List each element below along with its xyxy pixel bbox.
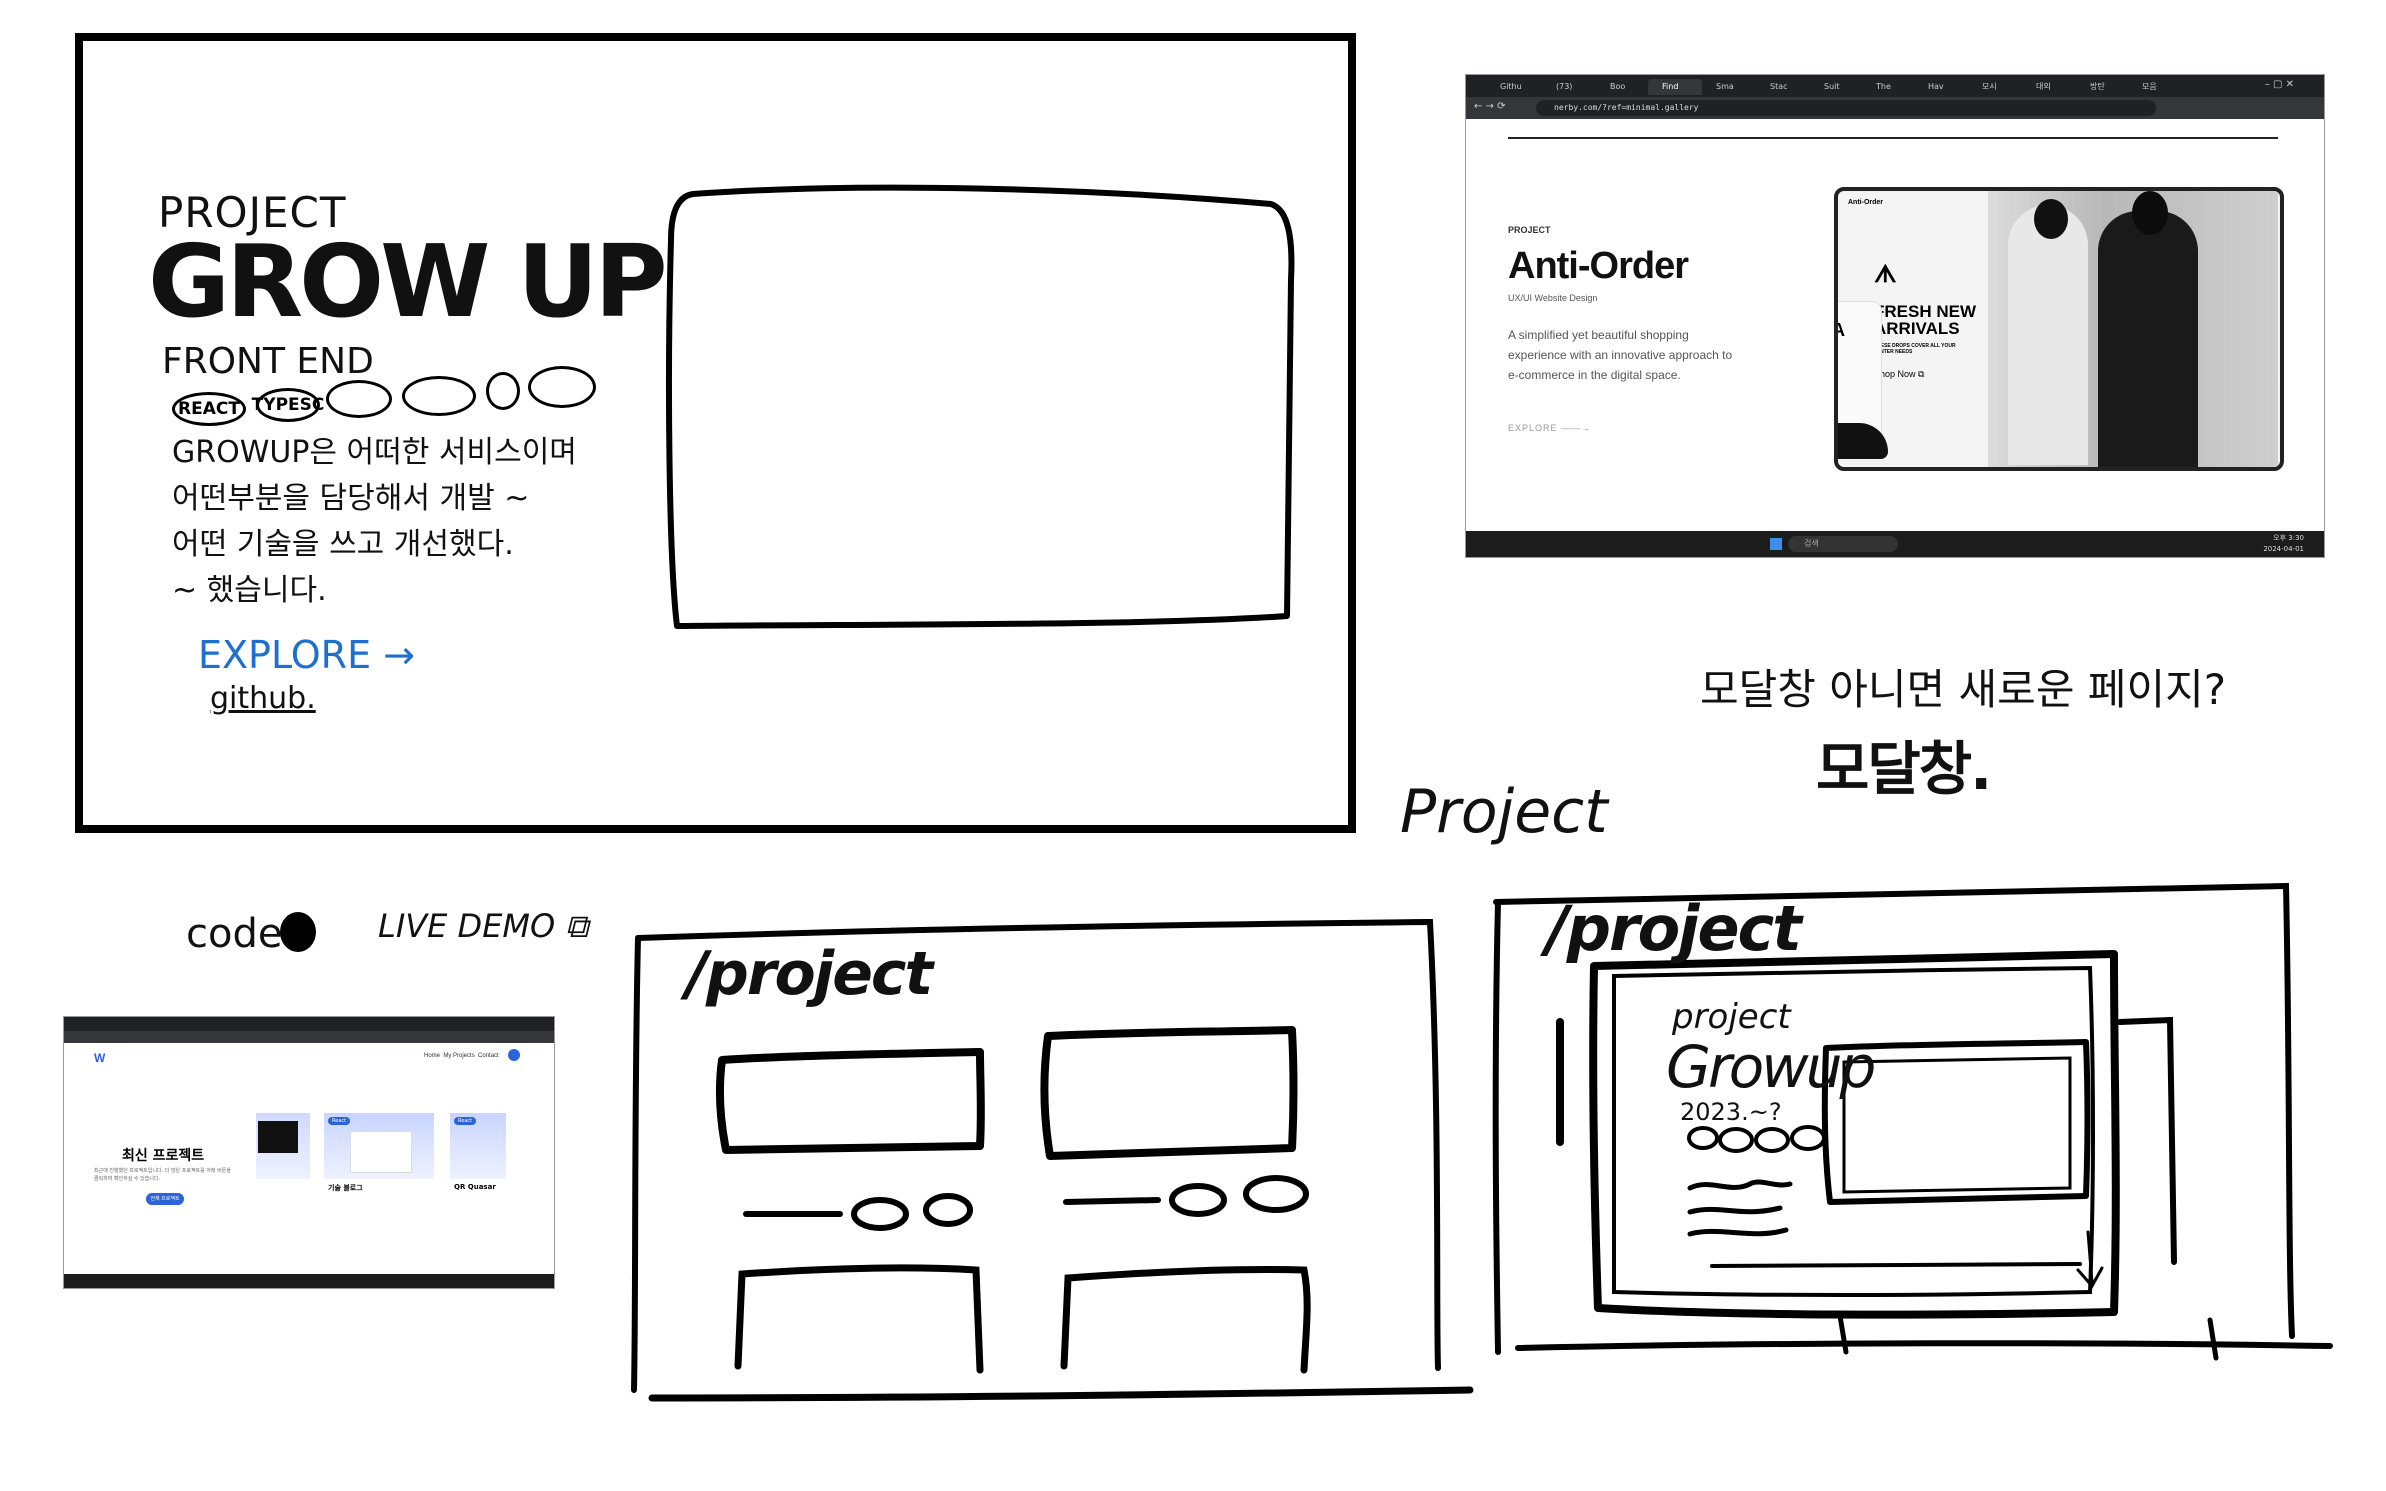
- models-photo: [1988, 191, 2278, 467]
- wireframe-project-modal: [1492, 882, 2333, 1361]
- project-card-image[interactable]: React: [324, 1113, 434, 1179]
- card-badge: React: [328, 1117, 351, 1125]
- browser-tab[interactable]: Stac: [1770, 82, 1788, 91]
- anti-order-subtitle: UX/UI Website Design: [1508, 293, 1598, 303]
- project-section-label: Project: [1400, 777, 1608, 847]
- live-demo-link[interactable]: LIVE DEMO ⧉: [378, 907, 589, 945]
- tag-placeholder: [486, 372, 520, 410]
- hero-subtitle: FRONT END: [162, 341, 374, 382]
- divider: [1508, 137, 2278, 139]
- design-question: 모달창 아니면 새로운 페이지?: [1700, 665, 2227, 714]
- mockup-shop-now[interactable]: Shop Now ⧉: [1874, 369, 1925, 379]
- hero-description: GROWUP은 어떠한 서비스이며 어떤부분을 담당해서 개발 ~ 어떤 기술을…: [172, 435, 577, 608]
- taskbar-search[interactable]: 검색: [1788, 536, 1898, 552]
- modal-eyebrow: project: [1672, 997, 1791, 1037]
- card-title[interactable]: QR Quasar: [454, 1183, 496, 1191]
- window-controls[interactable]: – ▢ ✕: [2264, 79, 2294, 90]
- reference-screenshot-anti-order: Githu (73) Boo Find Sma Stac Suit The Ha…: [1465, 74, 2325, 558]
- hero-sketch-frame: [75, 33, 1356, 833]
- hero-title: GROW UP: [148, 223, 668, 340]
- browser-tab[interactable]: Boo: [1610, 82, 1626, 91]
- tag-typescript: TYPESC: [252, 388, 324, 422]
- hero-eyebrow: PROJECT: [158, 188, 347, 237]
- modal-title: Growup: [1666, 1033, 1876, 1101]
- anti-order-eyebrow: PROJECT: [1508, 225, 1551, 235]
- browser-tab[interactable]: Sma: [1716, 82, 1734, 91]
- anti-order-explore[interactable]: EXPLORE ——→: [1508, 423, 1592, 433]
- tag-react: REACT: [172, 392, 246, 426]
- tag-placeholder: [528, 366, 596, 408]
- browser-tab-active[interactable]: Find: [1648, 79, 1702, 95]
- code-link[interactable]: code: [186, 911, 283, 957]
- browser-tab[interactable]: Githu: [1500, 82, 1522, 91]
- project-card-image[interactable]: React: [450, 1113, 506, 1179]
- theme-toggle-icon[interactable]: [508, 1049, 520, 1061]
- browser-tab[interactable]: 모시: [1982, 82, 1997, 91]
- anti-order-mockup: Anti-Order ᗑ FRESH NEW ARRIVALS THESE DR…: [1834, 187, 2284, 471]
- modal-date: 2023.~?: [1680, 1098, 1782, 1126]
- card-title[interactable]: 기술 블로그: [328, 1184, 363, 1192]
- tag-placeholder: [402, 376, 476, 416]
- hero-image-placeholder: [666, 184, 1295, 629]
- browser-tab[interactable]: (73): [1556, 82, 1573, 91]
- portfolio-logo[interactable]: W: [94, 1051, 106, 1065]
- browser-tab[interactable]: 모음: [2142, 82, 2157, 91]
- portfolio-description: 최근에 진행했던 프로젝트입니다. 더 많은 프로젝트를 아래 버튼을 클릭하여…: [94, 1168, 231, 1182]
- card-thumbnail: [258, 1121, 298, 1153]
- github-link[interactable]: github.: [210, 681, 316, 716]
- browser-tab-strip: Githu (73) Boo Find Sma Stac Suit The Ha…: [1466, 75, 2324, 97]
- all-projects-button[interactable]: 전체 프로젝트: [146, 1193, 184, 1205]
- design-answer: 모달창.: [1816, 735, 1992, 803]
- browser-tab[interactable]: 대외: [2036, 82, 2051, 91]
- browser-tab[interactable]: 방탄: [2090, 82, 2105, 91]
- windows-taskbar: [64, 1274, 554, 1288]
- mockup-brand: Anti-Order: [1848, 199, 1883, 206]
- reference-screenshot-portfolio: W Home My Projects Contact 최신 프로젝트 최근에 진…: [63, 1016, 555, 1289]
- mockup-subline: THESE DROPS COVER ALL YOUR WINTER NEEDS: [1874, 343, 1956, 355]
- nav-arrows-icon[interactable]: ← → ⟳: [1474, 101, 1506, 112]
- wireframe-modal-page-title: /project: [1546, 892, 1802, 965]
- brand-logo-icon: ᗑ: [1874, 260, 1897, 288]
- portfolio-heading: 최신 프로젝트: [122, 1148, 205, 1164]
- github-icon[interactable]: [280, 912, 316, 952]
- taskbar-clock: 오후 3:30 2024-04-01: [2263, 534, 2304, 553]
- portfolio-nav[interactable]: Home My Projects Contact: [424, 1053, 499, 1059]
- tshirt-image: ANTI: [1838, 301, 1882, 443]
- mockup-headline: FRESH NEW ARRIVALS: [1874, 302, 1976, 338]
- card-badge: React: [454, 1117, 477, 1125]
- explore-link[interactable]: EXPLORE →: [198, 633, 416, 677]
- wireframe-project-list: [631, 918, 1474, 1402]
- address-bar[interactable]: nerby.com/?ref=minimal.gallery: [1536, 100, 2156, 116]
- browser-toolbar: [64, 1031, 554, 1043]
- browser-tab[interactable]: Suit: [1824, 82, 1840, 91]
- anti-order-title: Anti-Order: [1508, 245, 1689, 287]
- wireframe-list-title: /project: [686, 939, 933, 1009]
- windows-taskbar: 검색 오후 3:30 2024-04-01: [1466, 531, 2324, 557]
- browser-tab-strip: [64, 1017, 554, 1031]
- browser-tab[interactable]: Hav: [1928, 82, 1944, 91]
- tag-placeholder: [326, 380, 392, 418]
- anti-order-description: A simplified yet beautiful shopping expe…: [1508, 328, 1733, 382]
- windows-start-icon[interactable]: [1770, 538, 1782, 550]
- browser-toolbar: ← → ⟳ nerby.com/?ref=minimal.gallery: [1466, 97, 2324, 119]
- browser-tab[interactable]: The: [1876, 82, 1891, 91]
